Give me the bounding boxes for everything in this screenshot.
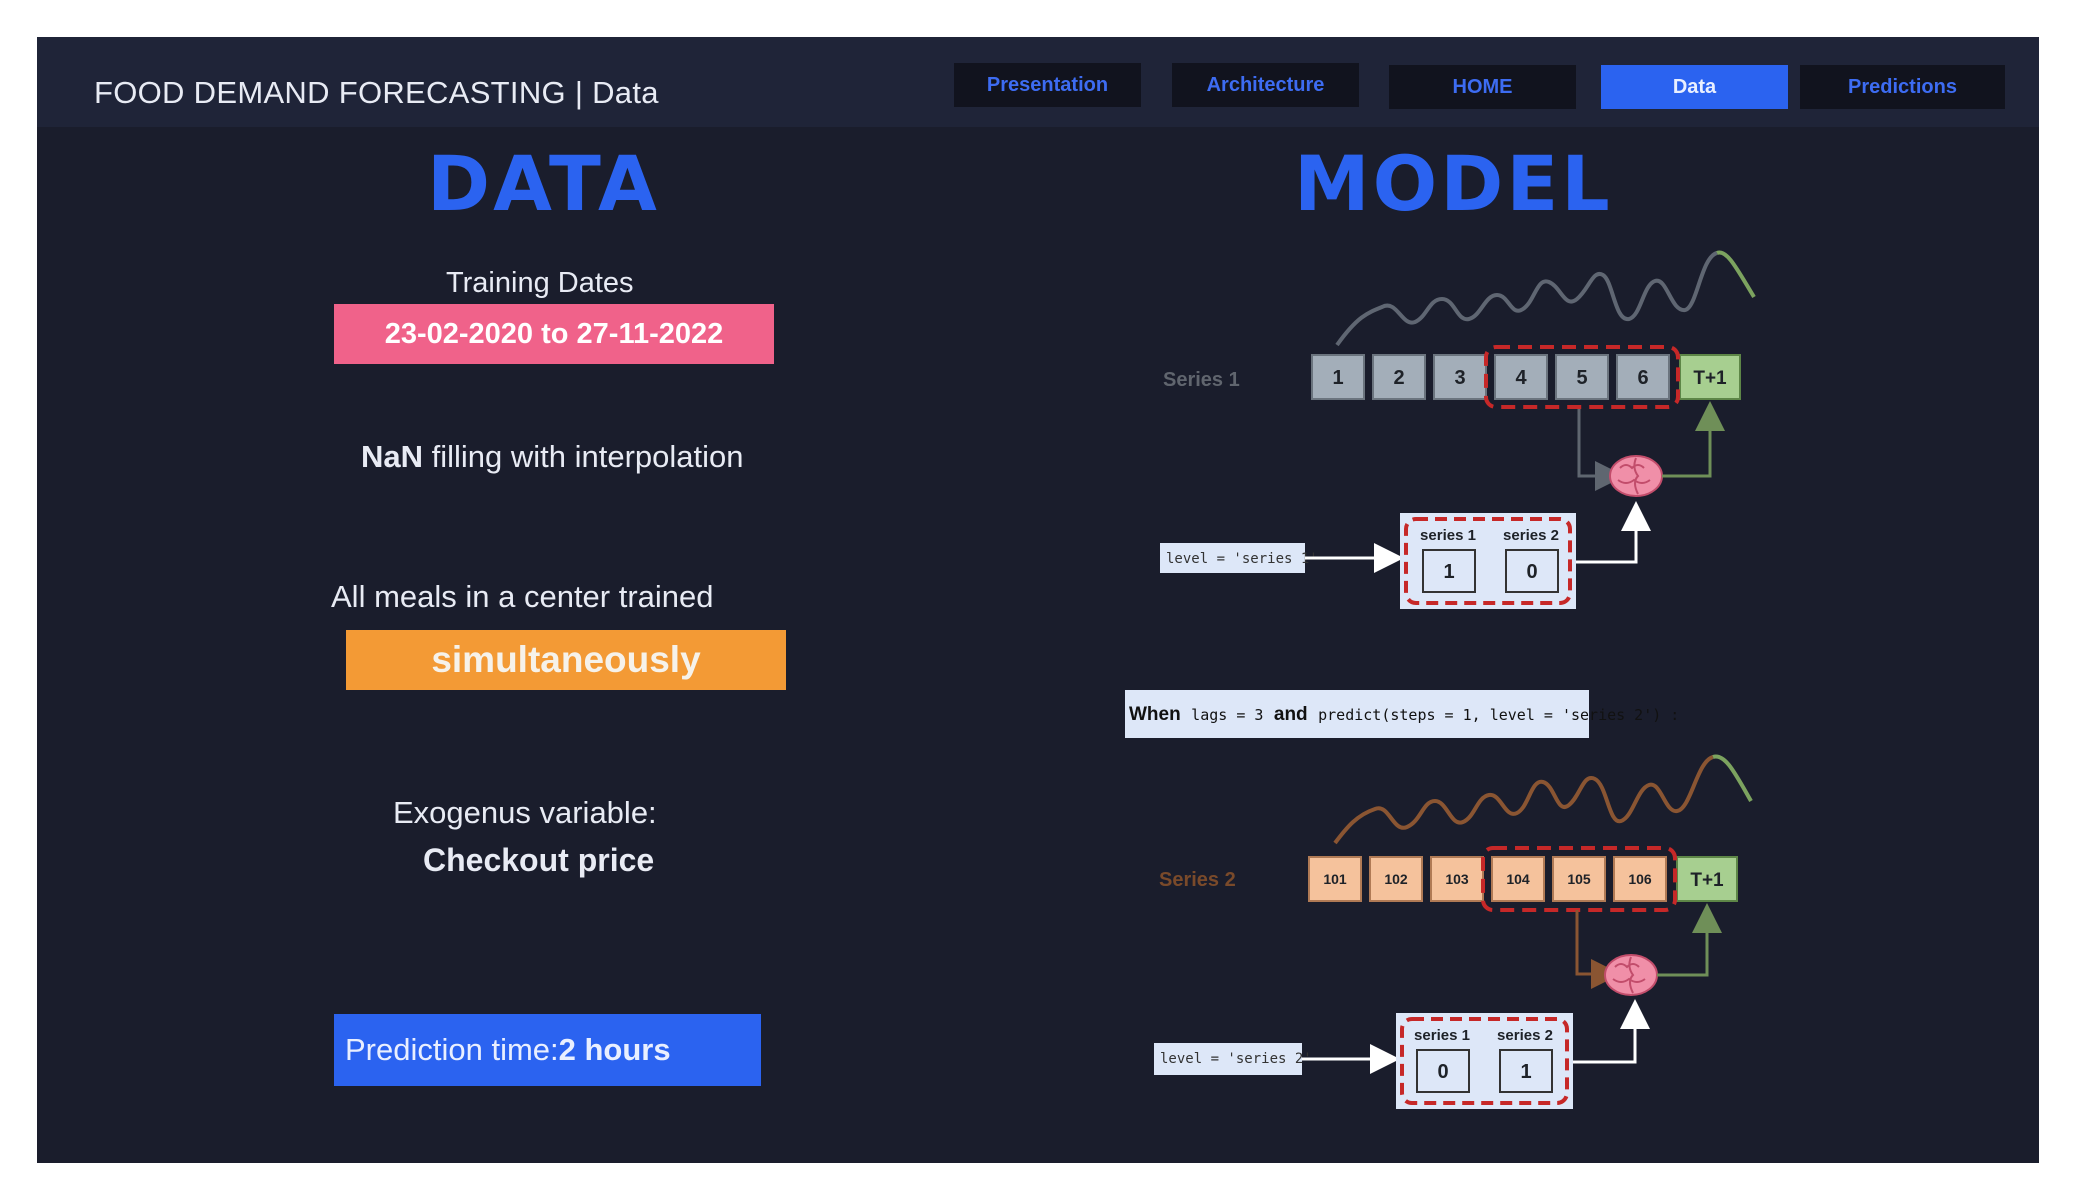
series2-label: Series 2 [1159,869,1236,891]
series2-cell-6 [1613,856,1667,902]
series1-cell-5 [1555,354,1609,400]
series2-enc-value-1: 0 [1437,1061,1448,1083]
series1-label: Series 1 [1163,369,1240,391]
nav-data-button[interactable]: Data [1601,65,1788,109]
series1-enc-value-2: 0 [1526,561,1537,583]
series1-window-to-brain-arrow [1577,409,1625,491]
prediction-time-label: Prediction time: [345,1032,559,1067]
prediction-time-value: 2 hours [558,1032,671,1067]
series2-encoding-window [1400,1017,1569,1105]
nav-predictions-button[interactable]: Predictions [1800,65,2005,109]
series2-window-to-brain-arrow [1575,910,1621,989]
series2-enc-header-2: series 2 [1497,1027,1553,1044]
series1-level-code: level = 'series 1' [1166,551,1318,567]
nan-filling-text: NaN filling with interpolation [361,439,744,475]
series1-cell-2-label: 2 [1393,367,1404,389]
series2-cell-2 [1369,856,1423,902]
exogenous-label: Exogenus variable: [393,795,657,830]
series2-lag-window [1481,846,1677,912]
series2-cell-5 [1552,856,1606,902]
caption-when: When [1129,704,1181,725]
series2-level-code: level = 'series 2' [1160,1051,1312,1067]
series2-level-field [1154,1043,1302,1075]
series2-enc-value-2: 1 [1520,1061,1531,1083]
caption-and: and [1274,704,1308,725]
series1-brain-to-target-arrow [1662,401,1725,478]
series1-cell-4 [1494,354,1548,400]
nan-keyword: NaN [361,439,424,474]
caption-predict: predict(steps = 1, level = 'series 2') : [1318,706,1679,724]
series2-cell-1 [1308,856,1362,902]
series1-enc-header-2: series 2 [1503,527,1559,544]
series1-cell-3 [1433,354,1487,400]
series1-enc-value-1: 1 [1443,561,1454,583]
series1-enc-cell-2 [1505,549,1559,593]
series2-brain-to-target-arrow [1657,903,1722,977]
meals-text: All meals in a center trained [331,579,714,614]
series2-cell-2-label: 102 [1384,871,1408,887]
series2-encoding-to-brain-arrow [1573,999,1650,1064]
top-bar: FOOD DEMAND FORECASTING | Data Presentat… [37,37,2039,127]
series1-target-cell [1679,354,1741,400]
series1-cells: 1 2 3 4 5 6 T+1 [1311,354,1741,400]
caption-lags: lags = 3 [1191,706,1263,724]
brain-icon [1604,954,1658,996]
series2-cell-4-label: 104 [1506,871,1530,887]
series2-cell-1-label: 101 [1323,871,1347,887]
series1-encoding-to-brain-arrow [1576,501,1651,564]
training-dates-label: Training Dates [446,267,634,299]
nav-architecture-button[interactable]: Architecture [1172,63,1359,107]
simultaneously-badge: simultaneously [346,630,786,690]
series2-enc-header-1: series 1 [1414,1027,1470,1044]
exogenous-value: Checkout price [423,842,655,878]
series1-level-field [1160,543,1305,573]
series2-enc-cell-2 [1499,1049,1553,1093]
series2-cells: 101 102 103 104 105 106 T+1 [1308,856,1738,902]
series2-trend-line [1333,755,1714,845]
series1-cell-1-label: 1 [1332,367,1343,389]
series2-target-label: T+1 [1690,870,1724,891]
training-dates-badge: 23-02-2020 to 27-11-2022 [334,304,774,364]
series1-trend-line [1335,251,1718,347]
series2-cell-3-label: 103 [1445,871,1469,887]
caption-box [1125,690,1589,738]
series1-cell-4-label: 4 [1515,367,1527,389]
nav-home-button[interactable]: HOME [1389,65,1576,109]
series2-forecast-line [1712,754,1753,802]
nan-description: filling with interpolation [423,439,744,474]
brain-icon [1609,455,1663,497]
caption-text: When lags = 3 and predict(steps = 1, lev… [1129,704,1679,725]
series2-cell-5-label: 105 [1567,871,1591,887]
series2-cell-6-label: 106 [1628,871,1652,887]
series1-target-label: T+1 [1693,368,1727,389]
series1-enc-header-1: series 1 [1420,527,1476,544]
series1-cell-5-label: 5 [1576,367,1587,389]
page-title: FOOD DEMAND FORECASTING | Data [94,75,659,110]
slide-window: FOOD DEMAND FORECASTING | Data Presentat… [37,37,2039,1163]
model-heading: MODEL [1294,139,1613,228]
series1-cell-6 [1616,354,1670,400]
series1-forecast-line [1716,250,1756,299]
data-heading: DATA [427,139,660,228]
series2-cell-4 [1491,856,1545,902]
series1-cell-1 [1311,354,1365,400]
series1-cell-3-label: 3 [1454,367,1465,389]
prediction-time-badge: Prediction time: 2 hours [334,1014,761,1086]
nav-presentation-button[interactable]: Presentation [954,63,1141,107]
series1-lag-window [1484,345,1680,409]
series1-enc-cell-1 [1422,549,1476,593]
series1-cell-6-label: 6 [1637,367,1648,389]
series1-encoding-window [1404,517,1572,605]
series2-target-cell [1676,856,1738,902]
series2-enc-cell-1 [1416,1049,1470,1093]
series1-cell-2 [1372,354,1426,400]
forecasting-diagram: Series 1 1 2 3 4 5 6 T+1 level = 'series… [1125,250,1756,1109]
